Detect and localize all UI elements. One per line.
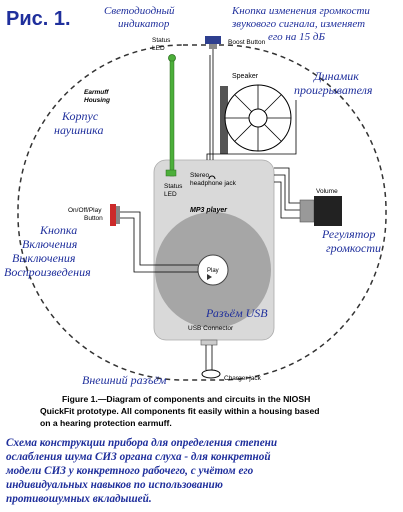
onoff-button-base [116, 206, 120, 224]
onoff-wire-1 [120, 211, 198, 266]
figure-label: Рис. 1. [6, 8, 71, 30]
ru-volume: Регулятор громкости [321, 227, 381, 255]
earmuff-housing-label: Earmuff Housing [84, 89, 110, 104]
speaker-magnet [220, 86, 228, 154]
play-button[interactable] [197, 254, 229, 286]
caption-en: Figure 1.—Diagram of components and circ… [40, 394, 322, 428]
speaker-label: Speaker [232, 73, 259, 80]
status-led-top-label: Status LED [152, 37, 172, 52]
mp3-player-label: MP3 player [190, 207, 228, 214]
play-triangle-icon [207, 274, 212, 280]
status-led-board [165, 169, 177, 177]
volume-label: Volume [316, 188, 338, 195]
ru-housing: Корпус наушника [54, 109, 103, 137]
charger-jack[interactable] [201, 369, 221, 379]
earmuff-housing-outline [17, 44, 387, 381]
boost-button[interactable] [205, 36, 221, 44]
caption-ru: Схема конструкции прибора для определени… [5, 437, 280, 505]
volume-knob[interactable] [314, 196, 342, 226]
ru-usb: Разъём USB [205, 306, 268, 320]
stereo-jack-label: Stereo headphone jack [190, 172, 237, 187]
usb-connector-label: USB Connector [188, 325, 234, 332]
headphone-icon [208, 175, 216, 180]
volume-base [299, 199, 315, 223]
ru-led-indicator: Светодиодный индикатор [104, 5, 177, 30]
onoff-wire-2 [120, 217, 198, 273]
boost-button-label: Boost Button [228, 39, 266, 46]
play-label: Play [207, 268, 219, 274]
ru-boost-button: Кнопка изменения громкости звукового сиг… [231, 5, 373, 43]
volume-wire-2 [274, 181, 302, 219]
speaker-spokes [225, 85, 291, 151]
ru-external-jack: Внешний разъём [82, 373, 167, 387]
onoff-button[interactable] [110, 204, 116, 226]
status-led-stem [169, 60, 175, 177]
charger-jack-label: Charger jack [224, 375, 262, 382]
onoff-button-label: On/Off/Play Button [68, 207, 103, 222]
status-led-board-label: Status LED [164, 183, 184, 198]
ru-speaker: Динамик проигрывателя [294, 69, 373, 97]
status-led-indicator [168, 54, 176, 62]
speaker-wire [206, 100, 297, 160]
usb-connector [200, 339, 218, 346]
ru-onoff-button: Кнопка Включения Выключения Воспроизведе… [4, 223, 91, 279]
volume-wire-3 [274, 167, 302, 204]
boost-button-base [209, 44, 217, 49]
volume-wire-1 [274, 174, 302, 211]
